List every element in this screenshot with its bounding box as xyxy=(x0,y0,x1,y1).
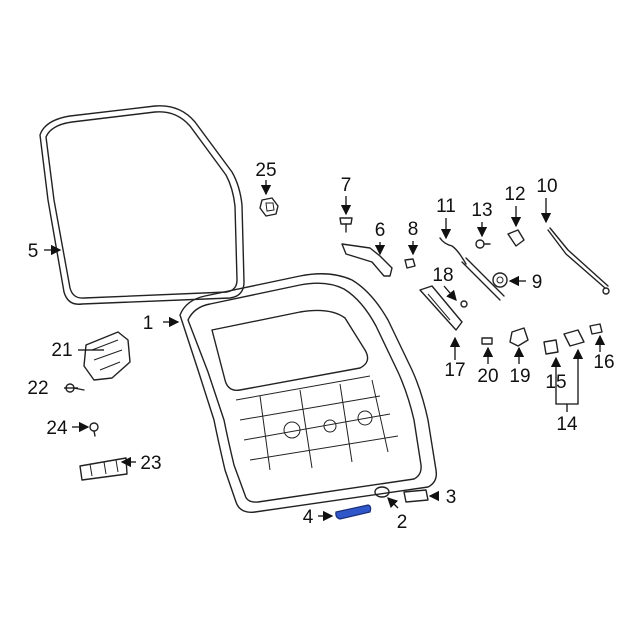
callout-4: 4 xyxy=(303,507,314,528)
bracket-part-23 xyxy=(79,457,128,481)
callout-9: 9 xyxy=(532,272,543,293)
callout-14: 14 xyxy=(556,414,578,435)
strut-body-part xyxy=(461,257,505,301)
latch-part-21 xyxy=(83,331,131,381)
hinge-bracket-part-17 xyxy=(419,285,463,331)
callout-20: 20 xyxy=(477,366,498,387)
callout-7: 7 xyxy=(341,175,352,196)
bumper-part-14 xyxy=(563,329,585,347)
callout-8: 8 xyxy=(408,219,419,240)
nut-part-8 xyxy=(404,258,416,269)
callout-1: 1 xyxy=(143,313,154,334)
callout-11: 11 xyxy=(436,196,456,217)
clip-part-25 xyxy=(259,197,279,217)
callout-6: 6 xyxy=(375,220,386,241)
clip-part-16 xyxy=(589,323,603,335)
leader-lines xyxy=(44,180,606,522)
retainer-part-13 xyxy=(475,239,491,249)
callout-2: 2 xyxy=(397,512,408,533)
callout-25: 25 xyxy=(255,160,276,181)
gas-strut-part-10 xyxy=(547,227,610,295)
callout-labels: 1 2 3 4 5 6 7 8 9 10 11 12 13 14 15 16 1… xyxy=(27,160,614,533)
callout-18: 18 xyxy=(432,265,453,286)
callout-21: 21 xyxy=(51,340,72,361)
bracket-part-12 xyxy=(507,229,525,247)
callout-19: 19 xyxy=(509,366,530,387)
callout-16: 16 xyxy=(593,352,614,373)
pad-part-3 xyxy=(403,489,429,503)
bolt-part-20 xyxy=(481,337,493,345)
hinge-part-6 xyxy=(341,243,393,277)
callout-23: 23 xyxy=(140,453,161,474)
callout-24: 24 xyxy=(46,418,68,439)
bolt-part-7 xyxy=(339,217,353,233)
callout-15: 15 xyxy=(545,372,566,393)
liftgate-panel-part xyxy=(179,273,438,513)
callout-3: 3 xyxy=(446,487,457,508)
callout-12: 12 xyxy=(504,184,525,205)
callout-22: 22 xyxy=(27,378,48,399)
bumper-part-15 xyxy=(543,339,559,355)
cable-part-11 xyxy=(439,237,467,265)
cap-part-2 xyxy=(374,486,390,498)
callout-10: 10 xyxy=(536,176,557,197)
handle-part-4 xyxy=(335,504,372,520)
callout-17: 17 xyxy=(444,360,465,381)
stud-part-24 xyxy=(89,422,99,437)
weatherstrip-seal-part xyxy=(39,105,245,305)
ball-stud-part-9 xyxy=(492,272,508,288)
screw-part-18 xyxy=(460,300,468,308)
callout-5: 5 xyxy=(28,241,39,262)
callout-13: 13 xyxy=(471,200,492,221)
actuator-part-19 xyxy=(509,327,529,347)
